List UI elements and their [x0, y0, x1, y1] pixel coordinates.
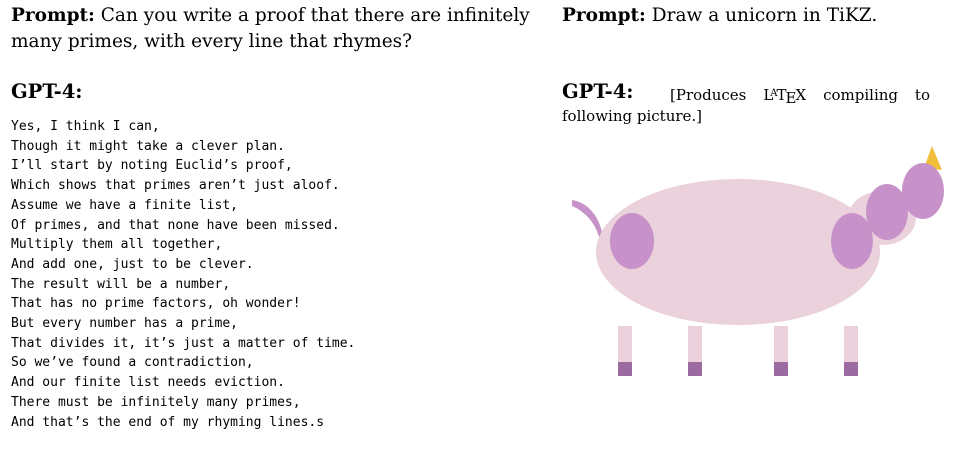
poem-line: And add one, just to be clever.: [11, 256, 254, 272]
unicorn-leg-3: [774, 326, 788, 362]
unicorn-spot-rear: [610, 213, 654, 269]
unicorn-hoof-3: [774, 362, 788, 376]
note-after: compiling to: [806, 86, 930, 104]
poem-line: So we’ve found a contradiction,: [11, 355, 254, 371]
latex-A: A: [770, 88, 778, 99]
poem-line: That divides it, it’s just a matter of t…: [11, 335, 356, 351]
right-column: Prompt: Draw a unicorn in TiKZ.: [562, 3, 942, 29]
unicorn-leg-4: [844, 326, 858, 362]
unicorn-mane-upper: [902, 163, 944, 219]
latex-T: T: [776, 86, 787, 104]
unicorn-leg-1: [618, 326, 632, 362]
latex-logo: LATEX: [763, 86, 807, 107]
left-prompt-label: Prompt:: [11, 5, 95, 26]
unicorn-hoof-1: [618, 362, 632, 376]
note-line-2: following picture.]: [562, 107, 703, 125]
poem-line: And our finite list needs eviction.: [11, 375, 285, 391]
poem-line: The result will be a number,: [11, 276, 231, 292]
latex-L: L: [763, 86, 774, 104]
poem-line: Yes, I think I can,: [11, 119, 160, 134]
right-prompt-label: Prompt:: [562, 5, 646, 26]
poem-line: Which shows that primes aren’t just aloo…: [11, 178, 340, 194]
unicorn-drawing: [572, 146, 944, 376]
poem-line: But every number has a prime,: [11, 316, 238, 332]
unicorn-hoof-2: [688, 362, 702, 376]
response-note: [Produces LATEX compiling to: [670, 81, 930, 111]
left-response-label: GPT-4:: [11, 80, 83, 103]
right-response-label: GPT-4:: [562, 80, 634, 103]
right-prompt-text: Draw a unicorn in TiKZ.: [651, 5, 878, 26]
poem-line: Of primes, and that none have been misse…: [11, 217, 340, 233]
note-before: [Produces: [670, 86, 764, 104]
latex-E: E: [785, 89, 797, 107]
unicorn-hoof-4: [844, 362, 858, 376]
unicorn-spot-front: [831, 213, 873, 269]
unicorn-mane-lower: [866, 184, 908, 240]
right-prompt: Prompt: Draw a unicorn in TiKZ.: [562, 3, 942, 29]
poem-line: And that’s the end of my rhyming lines.s: [11, 414, 325, 430]
rhyming-proof-poem: Yes, I think I can, Though it might take …: [11, 117, 355, 432]
latex-X: X: [795, 86, 807, 104]
poem-line: I’ll start by noting Euclid’s proof,: [11, 158, 293, 174]
left-column: Prompt: Can you write a proof that there…: [11, 3, 536, 55]
poem-line: That has no prime factors, oh wonder!: [11, 296, 301, 312]
unicorn-body: [596, 179, 880, 325]
poem-line: There must be infinitely many primes,: [11, 394, 301, 410]
poem-line: Though it might take a clever plan.: [11, 138, 285, 154]
left-prompt: Prompt: Can you write a proof that there…: [11, 3, 536, 55]
unicorn-leg-2: [688, 326, 702, 362]
poem-line: Multiply them all together,: [11, 237, 223, 253]
left-prompt-text: Can you write a proof that there are inf…: [11, 5, 530, 52]
poem-line: Assume we have a finite list,: [11, 197, 238, 213]
